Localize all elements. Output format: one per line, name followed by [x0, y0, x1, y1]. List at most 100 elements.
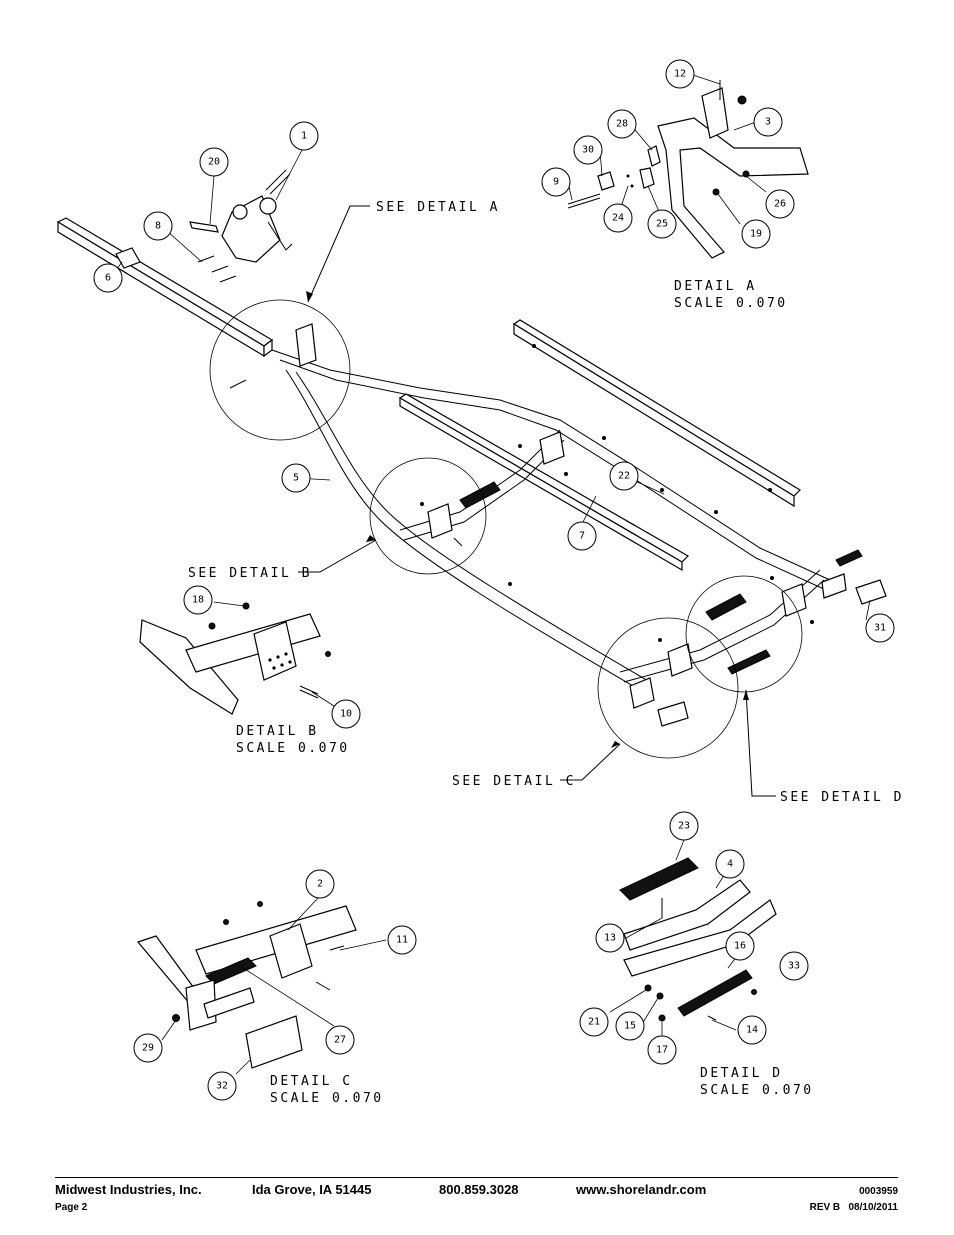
callout-bubble-24: 24 [603, 203, 633, 233]
callout-bubble-15: 15 [615, 1011, 645, 1041]
callout-number: 32 [216, 1081, 228, 1092]
callout-number: 1 [301, 131, 307, 142]
callout-number: 16 [734, 941, 746, 952]
callout-number: 11 [396, 935, 408, 946]
callout-number: 26 [774, 199, 786, 210]
callout-number: 19 [750, 229, 762, 240]
callout-number: 4 [727, 859, 733, 870]
callout-bubble-19: 19 [741, 219, 771, 249]
callout-bubble-28: 28 [607, 109, 637, 139]
callout-number: 3 [765, 117, 771, 128]
callout-bubble-27: 27 [325, 1025, 355, 1055]
detail-d-title: DETAIL D [700, 1066, 783, 1081]
detail-b-title: DETAIL B [236, 724, 319, 739]
callout-bubble-7: 7 [567, 521, 597, 551]
see-detail-d-label: SEE DETAIL D [780, 790, 904, 805]
callout-bubble-13: 13 [595, 923, 625, 953]
callout-bubble-14: 14 [737, 1015, 767, 1045]
footer-website[interactable]: www.shorelandr.com [576, 1182, 707, 1197]
footer-doc-number: 0003959 [859, 1186, 898, 1197]
callout-number: 33 [788, 961, 800, 972]
callout-number: 13 [604, 933, 616, 944]
callout-number: 9 [553, 177, 559, 188]
callout-bubble-32: 32 [207, 1071, 237, 1101]
detail-b-scale: SCALE 0.070 [236, 741, 350, 756]
callout-bubble-30: 30 [573, 135, 603, 165]
callout-bubble-20: 20 [199, 147, 229, 177]
detail-b-parts [139, 602, 331, 715]
detail-a-title: DETAIL A [674, 279, 757, 294]
detail-c-title: DETAIL C [270, 1074, 353, 1089]
callout-bubble-1: 1 [289, 121, 319, 151]
callout-bubble-8: 8 [143, 211, 173, 241]
callout-number: 18 [192, 595, 204, 606]
callout-number: 14 [746, 1025, 758, 1036]
parts-exploded-view-drawing: 1 2 3 4 5 6 7 8 9 10 11 12 13 14 15 16 1… [56, 59, 904, 1106]
callout-number: 31 [874, 623, 886, 634]
callout-number: 22 [618, 471, 630, 482]
detail-c-parts [136, 901, 357, 1069]
callout-number: 5 [293, 473, 299, 484]
detail-b-circle [369, 457, 487, 575]
footer-revision: REV B 08/10/2011 [809, 1202, 898, 1213]
detail-c-circle [597, 617, 739, 759]
callout-number: 20 [208, 157, 220, 168]
detail-d-scale: SCALE 0.070 [700, 1083, 814, 1098]
callout-bubble-21: 21 [579, 1007, 609, 1037]
callout-bubble-33: 33 [779, 951, 809, 981]
callout-bubble-5: 5 [281, 463, 311, 493]
callout-bubble-12: 12 [665, 59, 695, 89]
callout-bubble-29: 29 [133, 1033, 163, 1063]
footer-company: Midwest Industries, Inc. [55, 1182, 202, 1197]
callout-number: 15 [624, 1021, 636, 1032]
leader-see-detail-b [298, 539, 377, 573]
callout-bubble-18: 18 [183, 585, 213, 615]
see-detail-a-label: SEE DETAIL A [376, 200, 500, 215]
callout-bubble-22: 22 [609, 461, 639, 491]
callout-bubble-6: 6 [93, 263, 123, 293]
detail-d-parts [619, 857, 777, 1022]
callout-bubble-17: 17 [647, 1035, 677, 1065]
callout-number: 21 [588, 1017, 600, 1028]
callout-number: 25 [656, 219, 668, 230]
callout-bubble-3: 3 [753, 107, 783, 137]
see-detail-b-label: SEE DETAIL B [188, 566, 312, 581]
leader-see-detail-c [560, 743, 621, 781]
callout-bubble-9: 9 [541, 167, 571, 197]
callout-bubble-4: 4 [715, 849, 745, 879]
callout-number: 6 [105, 273, 111, 284]
leader-see-detail-d [745, 689, 776, 797]
callout-bubble-16: 16 [725, 931, 755, 961]
callout-bubble-11: 11 [387, 925, 417, 955]
footer-rule [55, 1177, 898, 1178]
callout-number: 17 [656, 1045, 668, 1056]
footer-page-number: Page 2 [55, 1202, 88, 1213]
detail-d-circle [685, 575, 803, 693]
footer-phone: 800.859.3028 [439, 1182, 519, 1197]
callout-number: 10 [340, 709, 352, 720]
callout-bubble-23: 23 [669, 811, 699, 841]
leader-see-detail-a [307, 205, 370, 303]
callout-bubble-31: 31 [865, 613, 895, 643]
callout-bubble-2: 2 [305, 869, 335, 899]
callout-number: 8 [155, 221, 161, 232]
callout-number: 23 [678, 821, 690, 832]
detail-a-parts [567, 80, 809, 259]
callout-number: 12 [674, 69, 686, 80]
trailer-frame-assembly [56, 217, 887, 727]
callout-bubble-25: 25 [647, 209, 677, 239]
detail-c-scale: SCALE 0.070 [270, 1091, 384, 1106]
footer-city: Ida Grove, IA 51445 [252, 1182, 372, 1197]
see-detail-c-label: SEE DETAIL C [452, 774, 576, 789]
callout-number: 30 [582, 145, 594, 156]
callout-bubble-10: 10 [331, 699, 361, 729]
callout-number: 27 [334, 1035, 346, 1046]
callout-number: 2 [317, 879, 323, 890]
callout-number: 28 [616, 119, 628, 130]
callout-number: 29 [142, 1043, 154, 1054]
callout-number: 7 [579, 531, 585, 542]
winch-stand-parts [189, 169, 293, 283]
detail-a-circle [209, 299, 351, 441]
detail-a-scale: SCALE 0.070 [674, 296, 788, 311]
callout-bubble-26: 26 [765, 189, 795, 219]
